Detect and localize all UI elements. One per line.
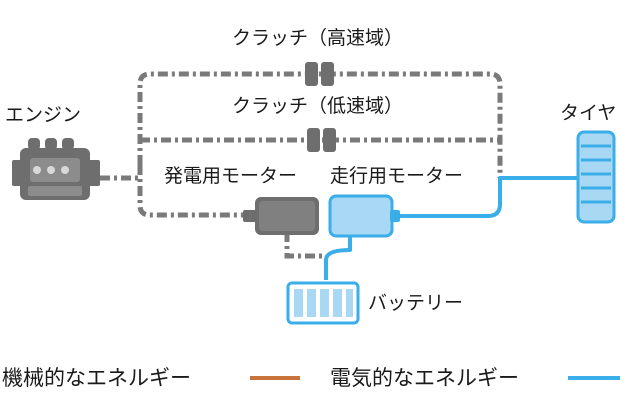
drive-motor-icon	[328, 194, 400, 238]
legend-electrical-label: 電気的なエネルギー	[330, 366, 519, 390]
engine-label: エンジン	[5, 104, 82, 126]
tire-icon	[576, 130, 616, 224]
mech-path-battery-gen	[284, 232, 326, 259]
elec-path-battery	[324, 228, 352, 280]
generator-motor-icon	[243, 197, 319, 235]
mech-path-high	[137, 71, 503, 178]
generator-motor-label: 発電用モーター	[164, 165, 298, 187]
clutch-low-icon	[307, 128, 336, 152]
elec-path-tire	[395, 176, 578, 218]
clutch-low-label: クラッチ（低速域）	[232, 95, 404, 117]
battery-icon	[286, 281, 360, 325]
drive-motor-label: 走行用モーター	[330, 165, 464, 187]
mech-path-gen-link	[137, 165, 255, 218]
tire-label: タイヤ	[560, 102, 617, 124]
battery-label: バッテリー	[368, 292, 464, 314]
clutch-high-label: クラッチ（高速域）	[232, 27, 404, 49]
legend-mechanical-label: 機械的なエネルギー	[2, 366, 191, 390]
engine-icon	[12, 138, 100, 200]
clutch-high-icon	[305, 62, 334, 86]
